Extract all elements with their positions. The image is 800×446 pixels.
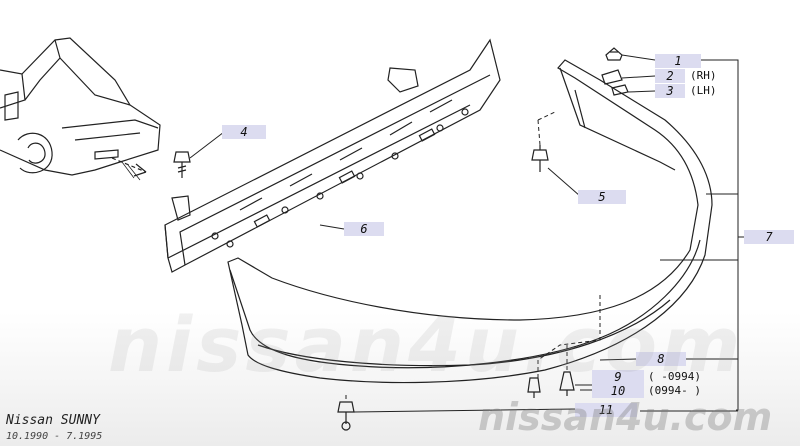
callout-4[interactable]: 4 bbox=[222, 125, 266, 139]
callout-3-number: 3 bbox=[666, 84, 674, 98]
callout-3-note: (LH) bbox=[690, 84, 717, 97]
bumper-reinforcement bbox=[164, 38, 501, 273]
screw-part-5 bbox=[531, 145, 549, 172]
bolt-part-4 bbox=[173, 151, 191, 178]
callout-9-number: 9 bbox=[614, 370, 622, 384]
callout-7-number: 7 bbox=[765, 230, 773, 244]
callout-6[interactable]: 6 bbox=[344, 222, 384, 236]
clips-part-9-10 bbox=[527, 371, 575, 398]
callout-6-number: 6 bbox=[360, 222, 368, 236]
callout-1[interactable]: 1 bbox=[655, 54, 701, 68]
callout-2[interactable]: 2 bbox=[655, 69, 685, 83]
callout-4-number: 4 bbox=[240, 125, 248, 139]
callout-11[interactable]: 11 bbox=[575, 403, 637, 417]
callout-10[interactable]: 10 bbox=[592, 384, 644, 398]
bumper-fascia bbox=[227, 59, 713, 384]
clip-part-1 bbox=[605, 47, 623, 61]
watermark-corner: nissan4u.com bbox=[478, 395, 773, 439]
vehicle-model: Nissan SUNNY bbox=[6, 413, 100, 428]
callout-8-number: 8 bbox=[657, 352, 665, 366]
car-outline bbox=[0, 37, 161, 176]
guide-lines bbox=[345, 111, 601, 402]
callout-11-number: 11 bbox=[598, 403, 614, 417]
callout-5-number: 5 bbox=[598, 190, 606, 204]
callout-8[interactable]: 8 bbox=[636, 352, 686, 366]
callout-2-note: (RH) bbox=[690, 69, 717, 82]
callout-5[interactable]: 5 bbox=[578, 190, 626, 204]
callout-7[interactable]: 7 bbox=[744, 230, 794, 244]
callout-3[interactable]: 3 bbox=[655, 84, 685, 98]
callout-10-note: (0994- ) bbox=[648, 384, 701, 397]
watermark-center: nissan4u.com bbox=[108, 300, 745, 389]
callout-2-number: 2 bbox=[666, 69, 674, 83]
callout-9-note: ( -0994) bbox=[648, 370, 701, 383]
callout-1-number: 1 bbox=[674, 54, 682, 68]
view-direction-arrow bbox=[111, 157, 147, 181]
production-period: 10.1990 - 7.1995 bbox=[6, 431, 103, 442]
callout-10-number: 10 bbox=[610, 384, 626, 398]
callout-9[interactable]: 9 bbox=[592, 370, 644, 384]
